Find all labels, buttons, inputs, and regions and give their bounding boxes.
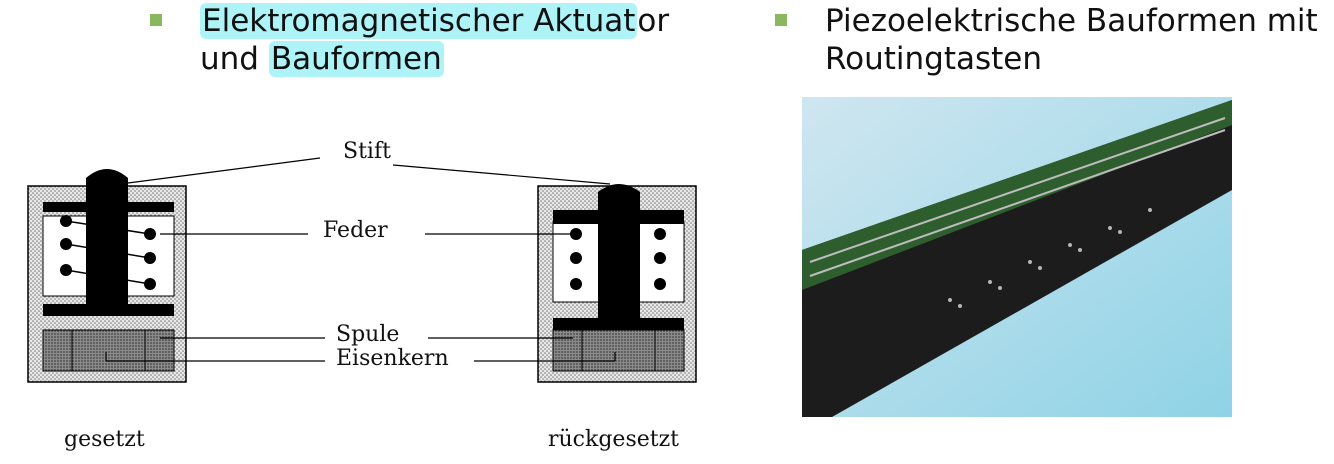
caption-set: gesetzt: [64, 427, 145, 452]
label-stift: Stift: [343, 139, 391, 164]
actuator-set: [27, 169, 187, 383]
actuator-reset: [537, 184, 697, 383]
label-feder: Feder: [323, 218, 388, 243]
label-eisenkern: Eisenkern: [336, 346, 449, 371]
leader-lines: [105, 157, 616, 362]
label-spule: Spule: [336, 322, 400, 347]
caption-reset: rückgesetzt: [548, 427, 680, 452]
bullet-right: [775, 14, 787, 26]
bullet-left: [150, 14, 162, 26]
right-heading: Piezoelektrische Bauformen mit Routingta…: [825, 3, 1318, 77]
left-heading: Elektromagnetischer Aktuator und Bauform…: [200, 3, 670, 77]
left-heading-highlight: Elektromagnetischer Aktuat: [200, 3, 638, 39]
